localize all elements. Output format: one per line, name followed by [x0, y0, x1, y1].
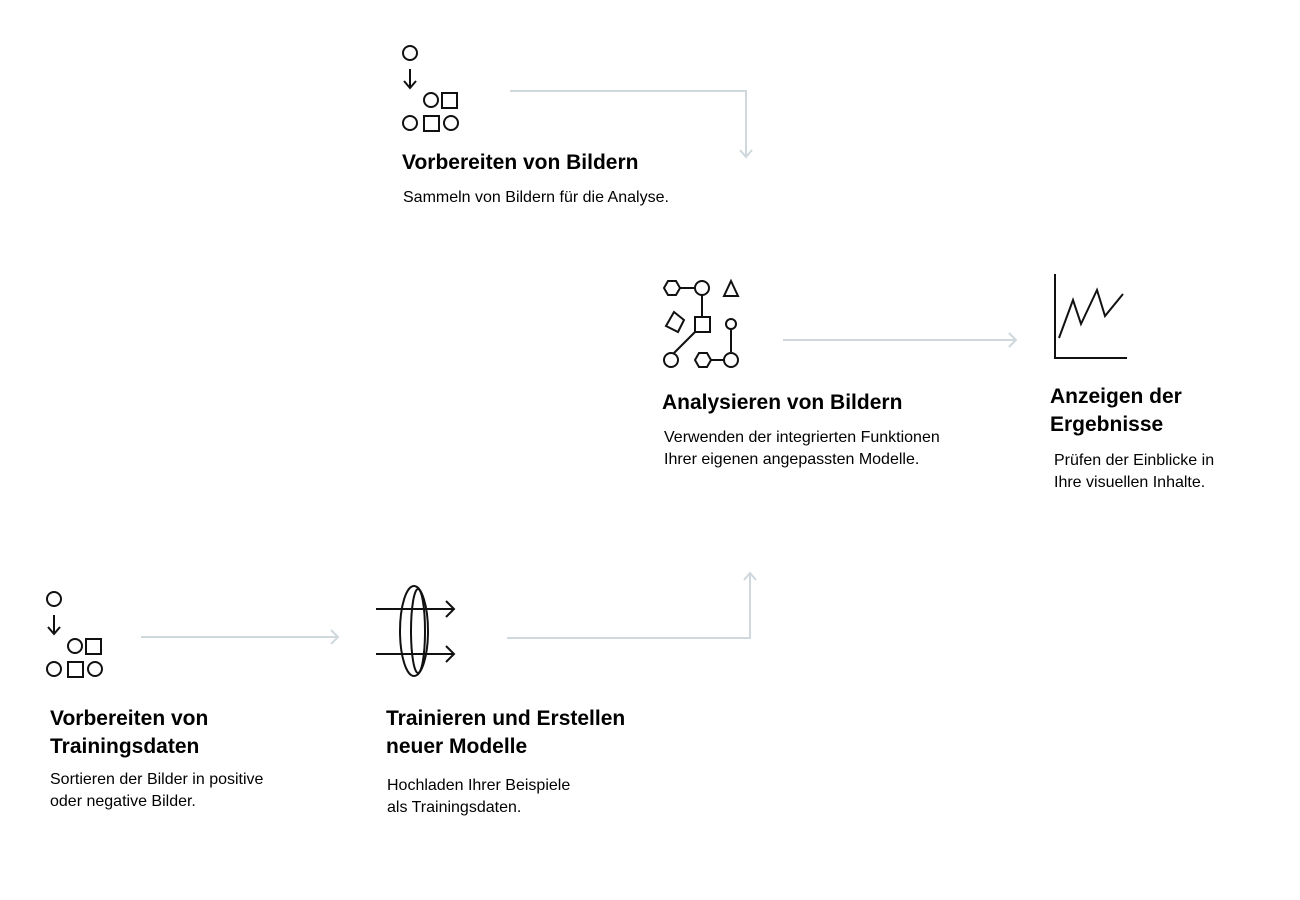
prepare-images-description: Sammeln von Bildern für die Analyse.: [403, 189, 669, 206]
analyze-images-description: Verwenden der integrierten Funktionen Ih…: [664, 429, 940, 468]
train-models-description: Hochladen Ihrer Beispiele als Trainingsd…: [387, 777, 571, 816]
prepare-training-description: Sortieren der Bilder in positive oder ne…: [50, 771, 264, 810]
train-models-title: Trainieren und Erstellen neuer Modelle: [386, 707, 626, 758]
connector-train-to-analyze: [507, 574, 751, 639]
view-results-title: Anzeigen der Ergebnisse: [1050, 385, 1182, 436]
results-chart-icon: [1054, 274, 1127, 359]
train-models-icon: [376, 585, 456, 677]
analyze-images-title: Analysieren von Bildern: [662, 391, 903, 414]
connector-analyze-to-results-head: [1008, 332, 1018, 348]
connector-training-to-train-head: [330, 629, 340, 645]
prepare-images-icon: [402, 45, 459, 132]
connector-train-to-analyze-head: [743, 571, 757, 581]
connector-prepare-to-analyze-head: [739, 149, 753, 159]
prepare-training-icon: [46, 591, 103, 678]
prepare-images-title: Vorbereiten von Bildern: [402, 151, 639, 174]
connector-prepare-to-analyze: [510, 90, 747, 156]
view-results-description: Prüfen der Einblicke in Ihre visuellen I…: [1054, 452, 1215, 491]
analyze-images-icon: [662, 278, 740, 368]
prepare-training-title: Vorbereiten von Trainingsdaten: [50, 707, 209, 758]
